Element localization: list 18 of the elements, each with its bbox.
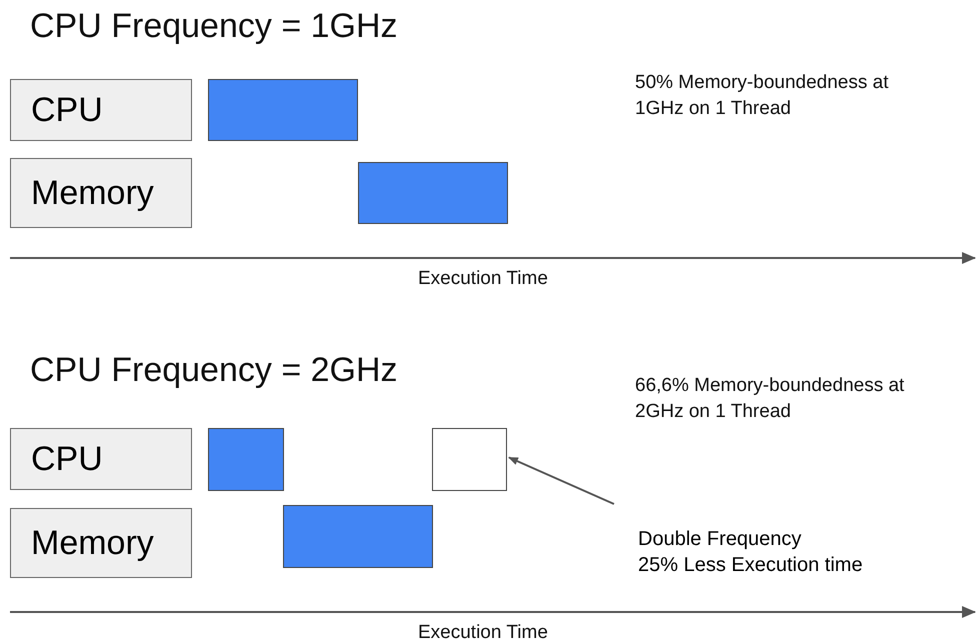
annotation-text: Double Frequency <box>638 527 802 552</box>
arrow <box>508 456 614 505</box>
row-label: CPU <box>10 428 192 490</box>
section-title: CPU Frequency = 2GHz <box>30 350 398 390</box>
annotation-text: 25% Less Execution time <box>638 553 864 578</box>
activity-bar <box>358 162 508 224</box>
note-text: 50% Memory-boundedness at 1GHz on 1 Thread <box>635 71 890 121</box>
section-title: CPU Frequency = 1GHz <box>30 6 398 46</box>
axis-label: Execution Time <box>418 621 548 643</box>
activity-bar <box>283 505 433 568</box>
row-label: Memory <box>10 508 192 578</box>
activity-bar <box>208 79 358 141</box>
row-label: CPU <box>10 79 192 141</box>
activity-bar <box>208 428 284 491</box>
note-text: 66,6% Memory-boundedness at 2GHz on 1 Thread <box>635 374 906 424</box>
axis-label: Execution Time <box>418 267 548 291</box>
row-label: Memory <box>10 158 192 228</box>
empty-slot <box>432 428 507 491</box>
